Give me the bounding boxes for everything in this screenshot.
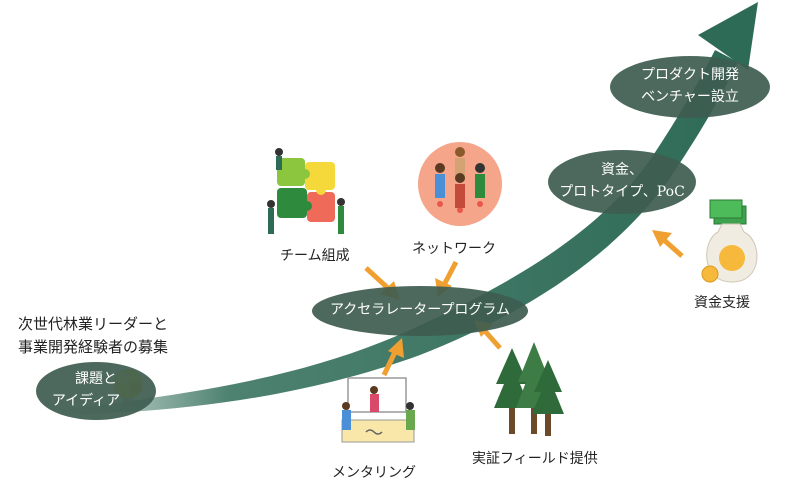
growth-arrow-head <box>698 2 758 70</box>
accelerator-program-label: アクセラレータープログラム <box>329 302 511 319</box>
mentoring-connector-arrow <box>381 338 404 377</box>
mentoring-meeting-icon <box>341 377 415 443</box>
fund-connector-arrow <box>652 230 684 258</box>
ideas-node: 課題と アイディア <box>36 362 156 420</box>
network-label: ネットワーク <box>412 241 496 257</box>
mentoring-label: メンタリング <box>332 465 416 481</box>
field-label: 実証フィールド提供 <box>472 451 598 467</box>
funding-node-line1: 資金、 <box>601 162 643 179</box>
money-bag-icon <box>701 199 758 283</box>
recruit-label-line1: 次世代林業リーダーと <box>18 315 169 333</box>
team-label: チーム組成 <box>280 248 350 264</box>
funding-node: 資金、 プロトタイプ、PoC <box>548 150 696 214</box>
ideas-node-line1: 課題と <box>75 371 117 388</box>
tree <box>494 348 530 434</box>
recruit-label-line2: 事業開発経験者の募集 <box>18 338 169 357</box>
people-network-icon <box>418 142 502 226</box>
puzzle-team-icon <box>267 148 345 234</box>
accelerator-program-node: アクセラレータープログラム <box>312 286 528 336</box>
ideas-node-line2: アイディア <box>51 393 121 409</box>
forest-trees-icon <box>494 342 564 436</box>
venture-node-line1: プロダクト開発 <box>641 67 739 84</box>
recruit-label: 次世代林業リーダーと 事業開発経験者の募集 <box>18 313 168 360</box>
tree <box>532 360 564 436</box>
venture-node-line2: ベンチャー設立 <box>641 89 739 105</box>
venture-node: プロダクト開発 ベンチャー設立 <box>610 56 770 118</box>
funding-node-line2: プロトタイプ、PoC <box>559 184 685 200</box>
fund-support-label: 資金支援 <box>694 295 750 311</box>
